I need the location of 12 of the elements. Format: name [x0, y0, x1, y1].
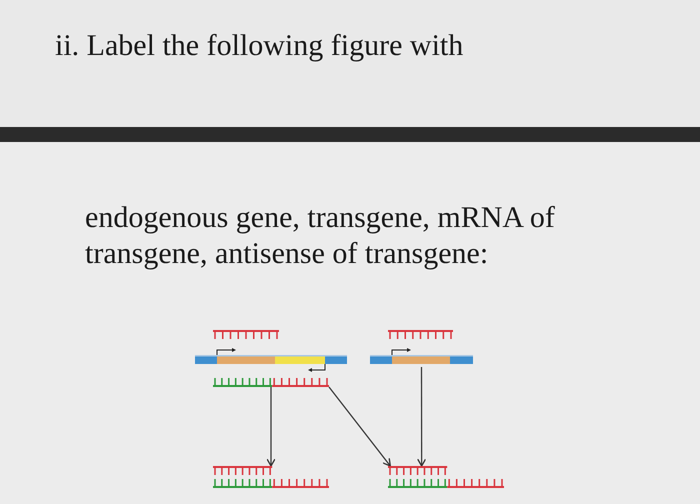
- mrna-strand-drawing: [213, 330, 279, 341]
- arrow: [266, 387, 276, 467]
- duplex-strand-drawing: [213, 466, 329, 488]
- heading: ii. Label the following figure with: [55, 28, 464, 64]
- instruction-text: endogenous gene, transgene, mRNA of transgene, antisense of transgene:: [85, 200, 556, 272]
- gene-drawing: [370, 349, 473, 367]
- arrow: [416, 367, 426, 467]
- gene-drawing: [195, 349, 347, 371]
- mrna-strand-drawing: [388, 330, 453, 341]
- duplex-strand-drawing: [388, 466, 504, 488]
- antisense-strand-drawing: [213, 375, 329, 387]
- arrow: [328, 386, 391, 467]
